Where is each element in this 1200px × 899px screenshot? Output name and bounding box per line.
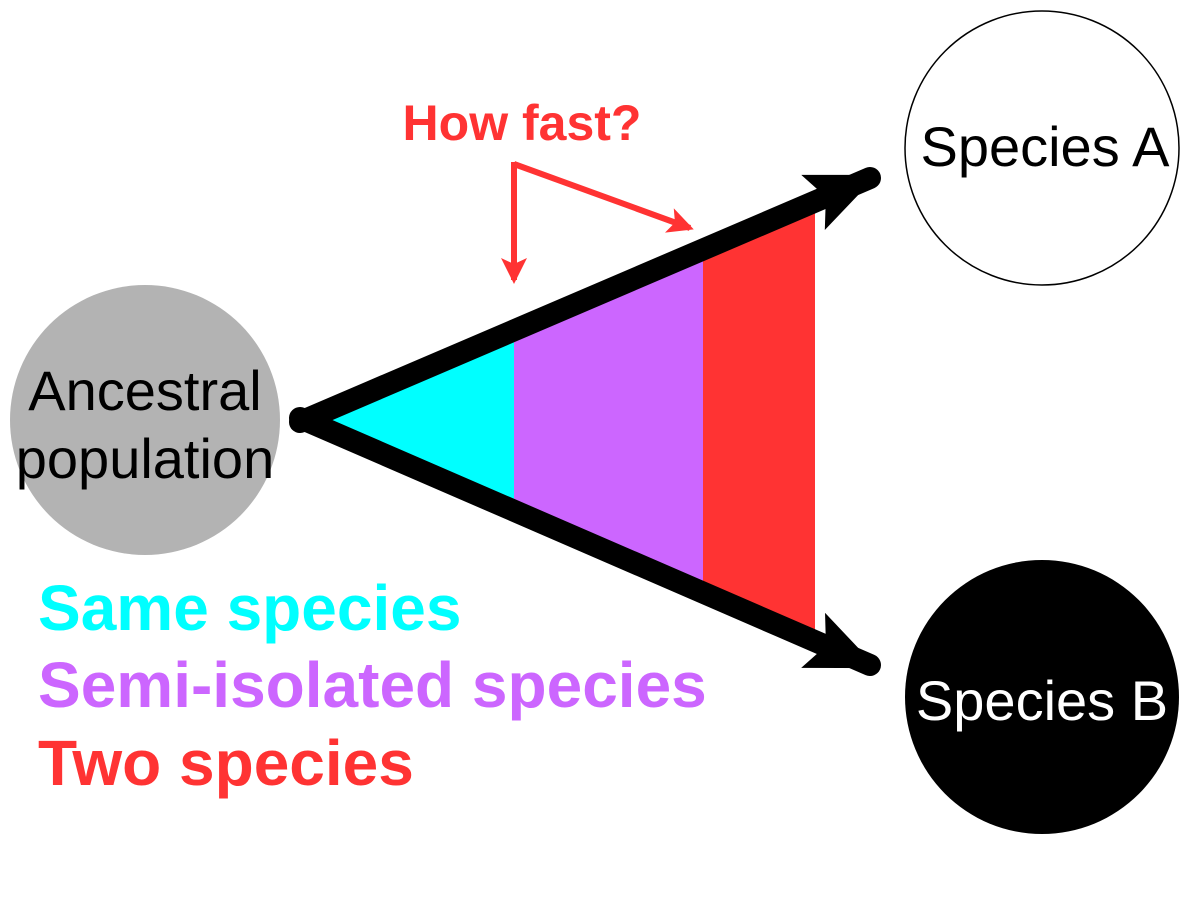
ancestral-label-line1: Ancestral	[28, 359, 261, 422]
legend-item-semi-isolated-species: Semi-isolated species	[38, 649, 707, 721]
species-a-label: Species A	[920, 115, 1170, 178]
legend: Same species Semi-isolated species Two s…	[38, 572, 707, 799]
species-b-node: Species B	[905, 560, 1179, 834]
species-a-circle	[904, 10, 1180, 286]
same-species-band	[308, 327, 514, 513]
legend-item-same-species: Same species	[38, 572, 461, 644]
divergence-wedge	[308, 192, 815, 648]
species-b-label: Species B	[916, 669, 1168, 732]
semi-isolated-band	[514, 242, 703, 598]
ancestral-circle	[10, 285, 280, 555]
species-a-node: Species A	[904, 10, 1180, 286]
two-species-band	[703, 192, 815, 648]
branch-arrow-to-species-a	[289, 167, 881, 433]
how-fast-arrow-right	[512, 161, 694, 233]
species-b-circle	[905, 560, 1179, 834]
legend-item-two-species: Two species	[38, 727, 414, 799]
how-fast-callout: How fast?	[403, 95, 694, 284]
branch-arrow-to-species-b	[289, 407, 881, 676]
ancestral-population-node: Ancestral population	[10, 285, 280, 555]
ancestral-label-line2: population	[16, 427, 274, 490]
how-fast-label: How fast?	[403, 95, 642, 151]
